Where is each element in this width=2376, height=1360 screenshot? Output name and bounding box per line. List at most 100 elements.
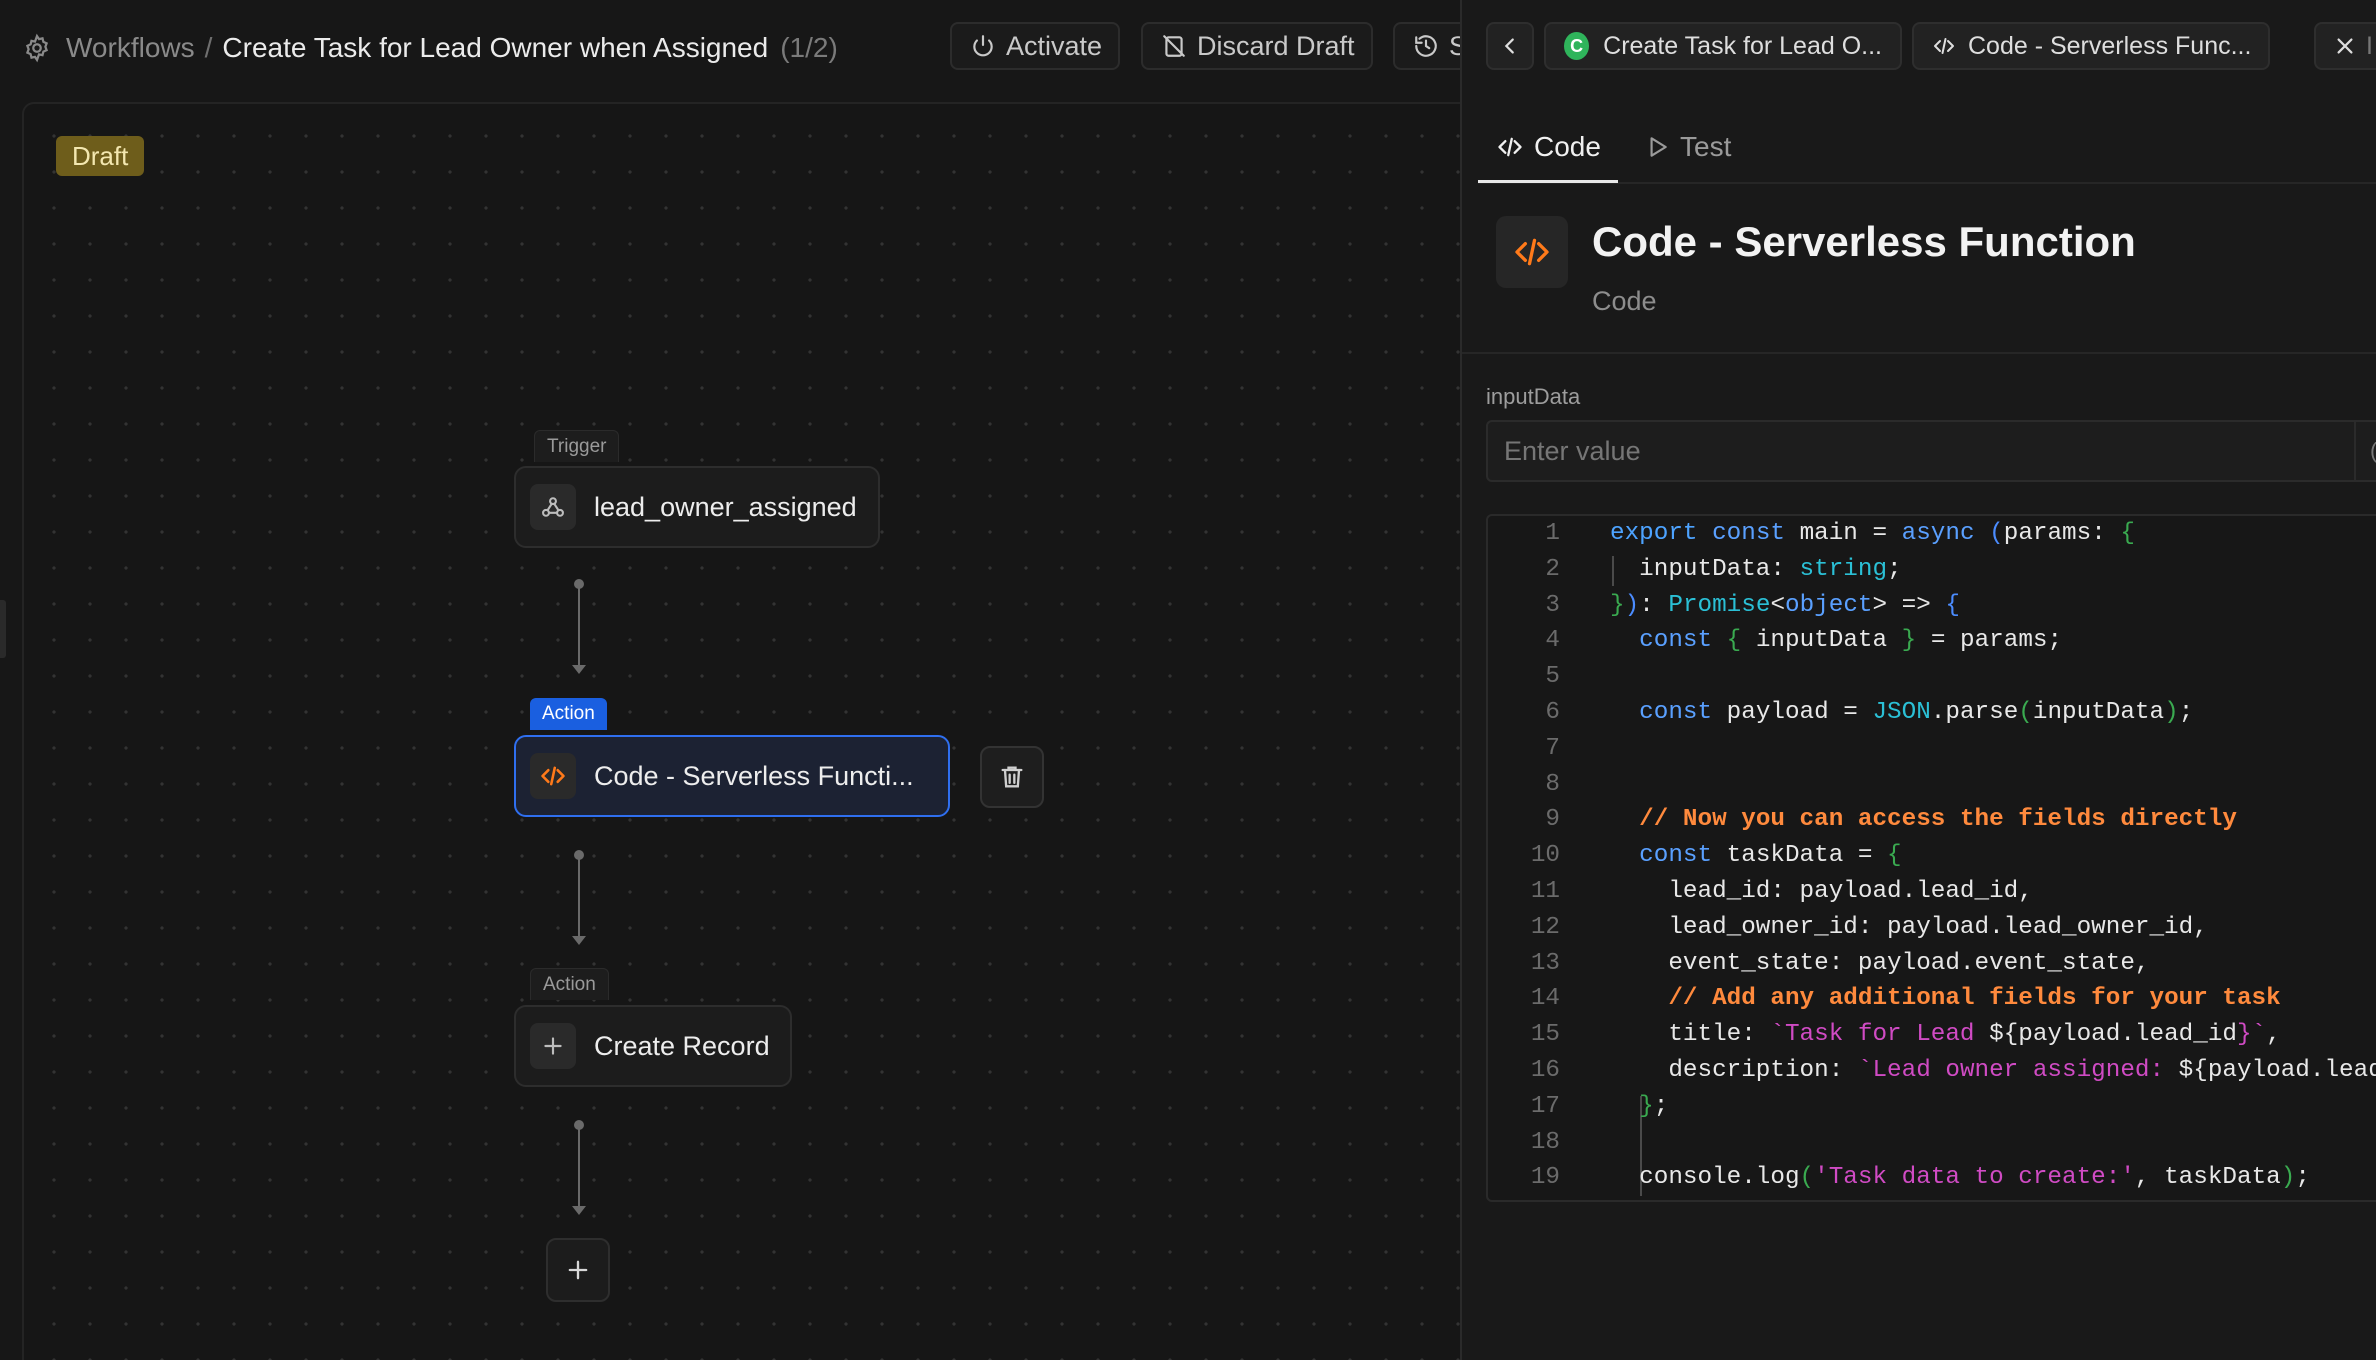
- code-line[interactable]: 19 console.log('Task data to create:', t…: [1488, 1160, 2376, 1196]
- play-icon: [1650, 137, 1667, 157]
- line-number: 10: [1530, 842, 1560, 870]
- code-line[interactable]: 6 const payload = JSON.parse(inputData);: [1488, 695, 2376, 731]
- line-number: 15: [1530, 1021, 1560, 1049]
- connector-line: [572, 850, 586, 945]
- trigger-label: lead_owner_assigned: [594, 491, 857, 522]
- line-number: 6: [1545, 699, 1560, 726]
- code-text: inputData: string;: [1610, 555, 1902, 583]
- code-text: title: `Task for Lead ${payload.lead_id}…: [1610, 1021, 2281, 1049]
- code-text: export const main = async (params: {: [1610, 520, 2135, 547]
- code-text: event_state: payload.event_state,: [1610, 949, 2150, 977]
- back-button[interactable]: [1486, 22, 1534, 70]
- panel-tab-bar: C Create Task for Lead O... Code - Serve…: [1462, 0, 2376, 92]
- input-data-label: inputData: [1486, 384, 1581, 409]
- line-number: 18: [1530, 1128, 1560, 1156]
- active-tab-indicator: [1478, 180, 1618, 183]
- plus-icon: [568, 1260, 588, 1280]
- line-number: 9: [1545, 806, 1560, 834]
- tab-test[interactable]: Test: [1644, 122, 1731, 172]
- discard-draft-button[interactable]: Discard Draft: [1141, 22, 1373, 70]
- add-step-button[interactable]: [546, 1238, 610, 1302]
- breadcrumb: Workflows / Create Task for Lead Owner w…: [22, 26, 838, 70]
- code-icon: [1934, 38, 1954, 54]
- line-number: 17: [1530, 1092, 1560, 1120]
- code-line[interactable]: 9 // Now you can access the fields direc…: [1488, 802, 2376, 838]
- discard-draft-label: Discard Draft: [1197, 30, 1355, 61]
- code-text: lead_owner_id: payload.lead_owner_id,: [1610, 913, 2208, 941]
- code-text: };: [1639, 1092, 1669, 1120]
- code-line[interactable]: 16 description: `Lead owner assigned: ${…: [1488, 1053, 2376, 1089]
- gear-icon: [22, 33, 52, 63]
- code-line[interactable]: 3}): Promise<object> => {: [1488, 588, 2376, 624]
- code-line[interactable]: 2 inputData: string;: [1488, 552, 2376, 588]
- code-icon: [1496, 216, 1568, 288]
- history-icon: [1415, 35, 1437, 57]
- code-line[interactable]: 4 const { inputData } = params;: [1488, 623, 2376, 659]
- code-text: const taskData = {: [1639, 842, 1902, 870]
- tab-code-label: Code: [1534, 131, 1601, 162]
- code-line[interactable]: 14 // Add any additional fields for your…: [1488, 981, 2376, 1017]
- line-number: 14: [1530, 985, 1560, 1013]
- trigger-node[interactable]: lead_owner_assigned: [514, 466, 880, 548]
- canvas-resize-handle[interactable]: [0, 600, 6, 658]
- code-action-node[interactable]: Code - Serverless Functi...: [514, 735, 950, 817]
- code-line[interactable]: 18: [1488, 1125, 2376, 1161]
- trigger-tag: Trigger: [534, 430, 620, 462]
- line-number: 7: [1545, 734, 1560, 762]
- tab-code[interactable]: Code: [1496, 122, 1601, 172]
- create-record-node[interactable]: Create Record: [514, 1005, 792, 1087]
- close-panel-button[interactable]: I: [2314, 22, 2376, 70]
- code-action-label: Code - Serverless Functi...: [594, 760, 914, 791]
- code-line[interactable]: 13 event_state: payload.event_state,: [1488, 946, 2376, 982]
- code-line[interactable]: 11 lead_id: payload.lead_id,: [1488, 874, 2376, 910]
- variable-picker-button[interactable]: (x: [2356, 420, 2376, 482]
- workflow-canvas[interactable]: [22, 102, 1460, 1360]
- line-number: 19: [1530, 1164, 1560, 1192]
- step-detail-panel: C Create Task for Lead O... Code - Serve…: [1460, 0, 2376, 1360]
- code-line[interactable]: 7: [1488, 731, 2376, 767]
- panel-tab-workflow[interactable]: C Create Task for Lead O...: [1544, 22, 1902, 70]
- code-line[interactable]: 17 };: [1488, 1089, 2376, 1125]
- breadcrumb-separator: /: [204, 32, 213, 63]
- code-text: const { inputData } = params;: [1639, 627, 2063, 655]
- line-number: 2: [1545, 555, 1560, 583]
- discard-draft-icon: [1163, 35, 1185, 57]
- code-text: console.log('Task data to create:', task…: [1610, 1164, 2310, 1192]
- activate-button[interactable]: Activate: [950, 22, 1121, 70]
- panel-subtabs: Code Test: [1478, 112, 2376, 184]
- panel-tab-code-step-label: Code - Serverless Func...: [1968, 31, 2252, 60]
- tab-test-label: Test: [1680, 131, 1732, 162]
- step-title[interactable]: Code - Serverless Function: [1592, 218, 2136, 265]
- code-line[interactable]: 15 title: `Task for Lead ${payload.lead_…: [1488, 1017, 2376, 1053]
- code-icon: [1498, 137, 1522, 157]
- status-badge: Draft: [56, 136, 145, 176]
- code-line[interactable]: 10 const taskData = {: [1488, 838, 2376, 874]
- activate-label: Activate: [1006, 30, 1103, 61]
- code-line[interactable]: 8: [1488, 767, 2376, 803]
- webhook-icon: [530, 484, 576, 530]
- code-line[interactable]: 5: [1488, 659, 2376, 695]
- version-counter: (1/2): [780, 32, 838, 63]
- delete-node-button[interactable]: [980, 746, 1044, 808]
- workflow-badge: C: [1564, 32, 1590, 60]
- code-text: lead_id: payload.lead_id,: [1610, 878, 2033, 905]
- line-number: 12: [1530, 913, 1560, 941]
- chevron-left-icon: [1504, 38, 1514, 54]
- code-line[interactable]: 12 lead_owner_id: payload.lead_owner_id,: [1488, 910, 2376, 946]
- line-number: 8: [1545, 770, 1560, 798]
- breadcrumb-workflows-link[interactable]: Workflows: [66, 32, 195, 63]
- power-icon: [973, 35, 993, 57]
- panel-tab-workflow-label: Create Task for Lead O...: [1603, 31, 1882, 60]
- code-text: }): Promise<object> => {: [1610, 591, 1961, 619]
- code-text: // Add any additional fields for your ta…: [1668, 985, 2281, 1013]
- input-data-field[interactable]: [1486, 420, 2356, 482]
- close-icon: [2337, 38, 2353, 54]
- workflow-header: Workflows / Create Task for Lead Owner w…: [0, 0, 1473, 96]
- step-subtitle: Code: [1592, 286, 1657, 316]
- action-tag: Action: [530, 968, 609, 1000]
- plus-icon: [530, 1023, 576, 1069]
- code-text: // Now you can access the fields directl…: [1639, 806, 2237, 834]
- panel-tab-code-step[interactable]: Code - Serverless Func...: [1912, 22, 2270, 70]
